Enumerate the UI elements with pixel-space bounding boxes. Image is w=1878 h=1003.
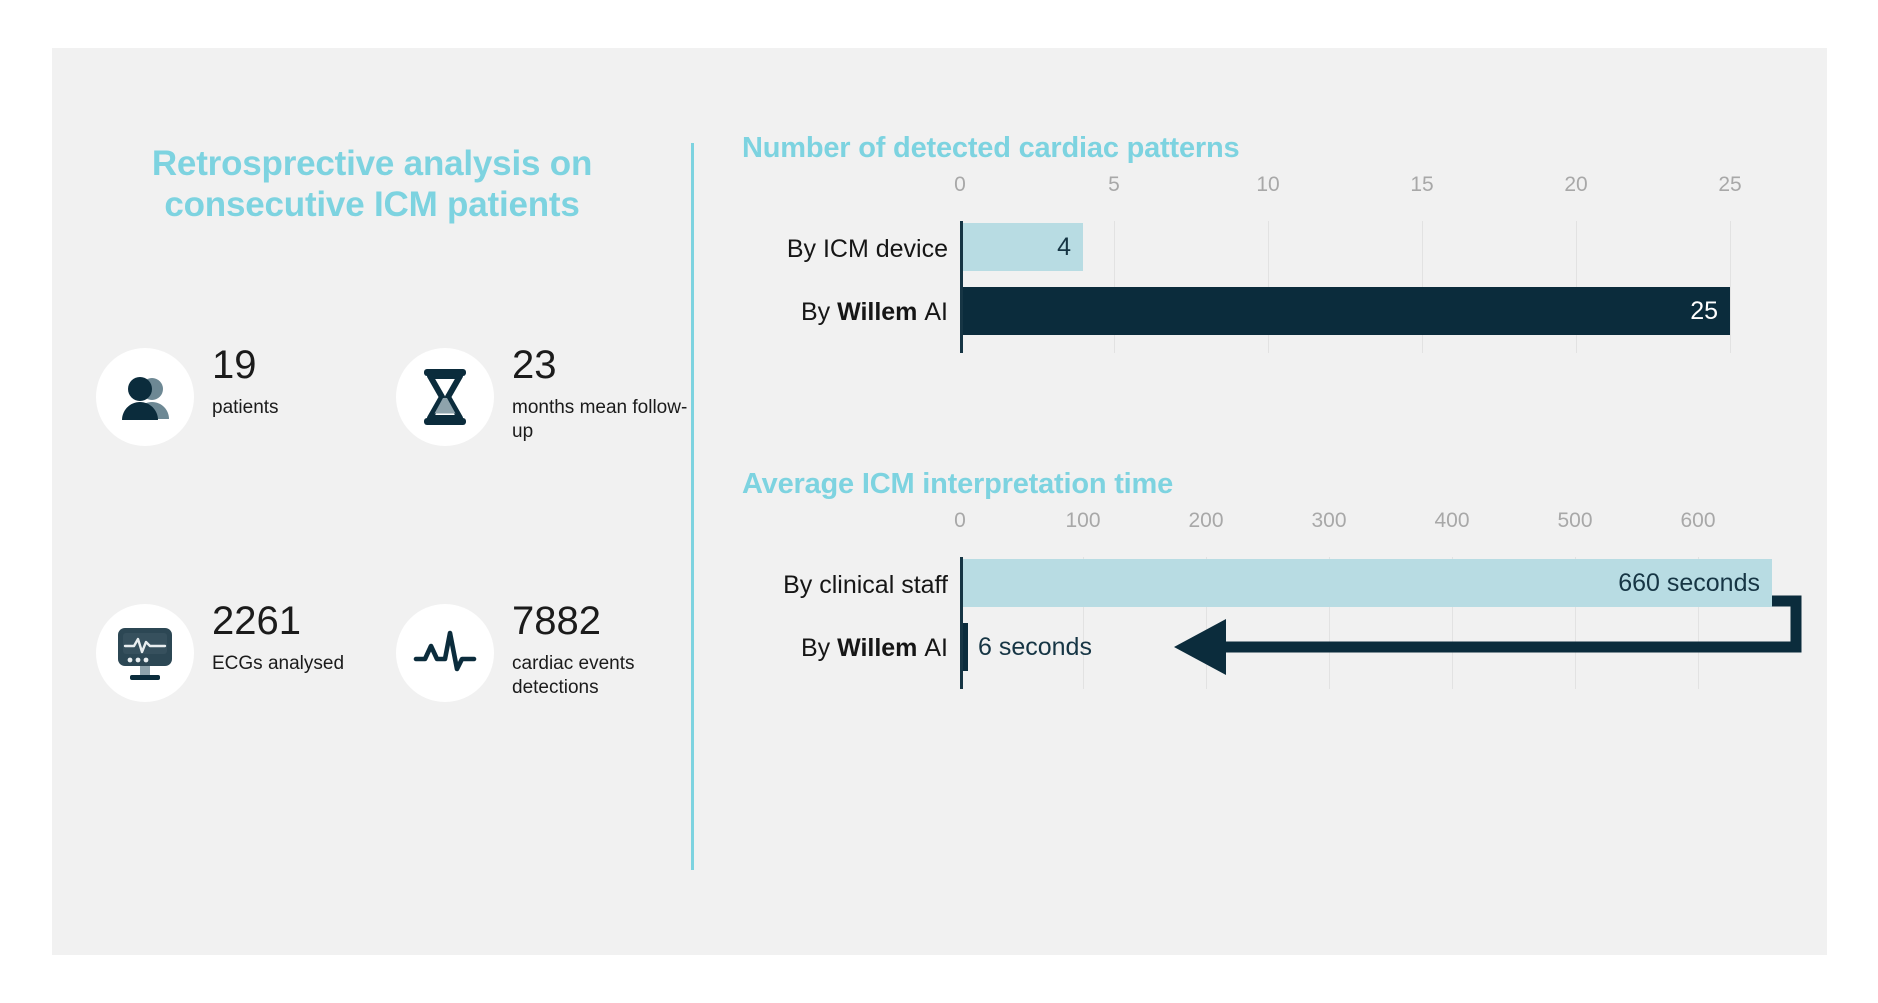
bar-value: 6 seconds: [978, 632, 1092, 661]
content-card: Retrosprective analysis on consecutive I…: [52, 48, 1827, 955]
stat-value: 7882: [512, 599, 601, 643]
plot-area: 0 5 10 15 20 25 4: [954, 173, 1760, 353]
xtick-200: 200: [1188, 509, 1224, 532]
bar-value: 660 seconds: [1618, 568, 1760, 597]
bar-icm-device: 4: [960, 223, 1083, 271]
right-charts-panel: Number of detected cardiac patterns By I…: [742, 48, 1827, 955]
stat-label: months mean follow-up: [512, 397, 688, 442]
stat-body: 23 months mean follow-up: [512, 344, 692, 444]
bar-value: 4: [1057, 232, 1071, 261]
category-labels: By ICM device By Willem AI: [742, 203, 960, 353]
category-labels: By clinical staff By Willem AI: [742, 539, 960, 689]
bar-clinical-staff: 660 seconds: [960, 559, 1772, 607]
bar-value: 25: [1690, 296, 1718, 325]
xtick-500: 500: [1557, 509, 1593, 532]
left-summary-panel: Retrosprective analysis on consecutive I…: [52, 48, 691, 955]
ecg-monitor-icon: [96, 604, 194, 702]
ecg-waveform-icon: [396, 604, 494, 702]
bar-willem-ai: [960, 623, 968, 671]
zero-axis-line: [960, 557, 963, 689]
stat-value: 2261: [212, 599, 301, 643]
stat-value: 23: [512, 343, 557, 387]
plot-area: 0 100 200 300 400 500 600: [954, 509, 1802, 689]
xtick-400: 400: [1434, 509, 1470, 532]
xtick-100: 100: [1065, 509, 1101, 532]
stat-value: 19: [212, 343, 257, 387]
xtick-20: 20: [1564, 173, 1588, 196]
stat-body: 7882 cardiac events detections: [512, 600, 692, 700]
xtick-5: 5: [1108, 173, 1120, 196]
stat-label: ECGs analysed: [212, 653, 345, 674]
hourglass-icon: [396, 348, 494, 446]
zero-axis-line: [960, 221, 963, 353]
panel-divider: [691, 143, 694, 870]
chart-detected-cardiac-patterns: Number of detected cardiac patterns By I…: [742, 132, 1827, 353]
xtick-0: 0: [954, 173, 966, 196]
stat-body: 19 patients: [212, 344, 392, 420]
category-label-willem-ai: By Willem AI: [800, 634, 948, 662]
stat-label: patients: [212, 397, 279, 418]
bar-willem-ai: 25: [960, 287, 1730, 335]
chart-title: Average ICM interpretation time: [742, 468, 1174, 500]
xtick-10: 10: [1256, 173, 1280, 196]
page-title: Retrosprective analysis on consecutive I…: [151, 144, 593, 224]
xtick-25: 25: [1718, 173, 1742, 196]
users-icon: [96, 348, 194, 446]
category-label-icm-device: By ICM device: [786, 235, 948, 263]
chart-title: Number of detected cardiac patterns: [742, 132, 1240, 164]
chart-average-interpretation-time: Average ICM interpretation time By clini…: [742, 468, 1827, 689]
stat-body: 2261 ECGs analysed: [212, 600, 392, 676]
chart-plot: By ICM device By Willem AI 0 5 10 15 20 …: [742, 173, 1827, 353]
stat-label: cardiac events detections: [512, 653, 635, 698]
chart-plot: By clinical staff By Willem AI 0 100 200…: [742, 509, 1827, 689]
xtick-600: 600: [1680, 509, 1716, 532]
xtick-300: 300: [1311, 509, 1347, 532]
gridline: [1083, 557, 1084, 689]
category-label-clinical-staff: By clinical staff: [783, 571, 948, 599]
xtick-0: 0: [954, 509, 966, 532]
xtick-15: 15: [1410, 173, 1434, 196]
category-label-willem-ai: By Willem AI: [800, 298, 948, 326]
gridline: [1730, 221, 1731, 353]
